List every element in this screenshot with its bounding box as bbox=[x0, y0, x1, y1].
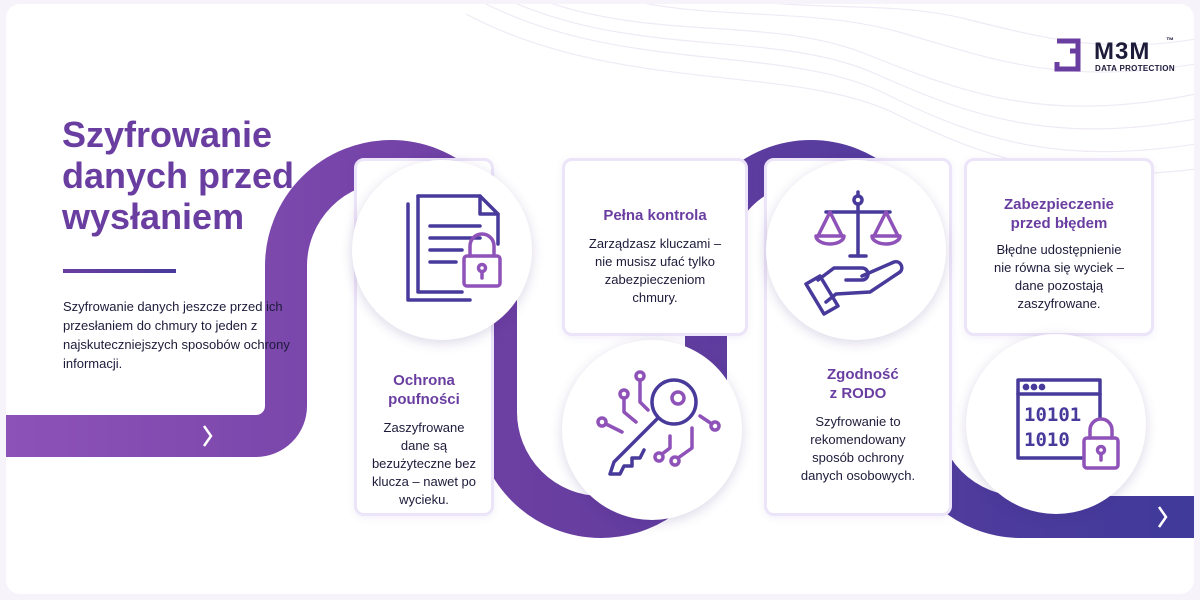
title-underline bbox=[63, 269, 176, 273]
step-text: Szyfrowanie to rekomendowany sposób ochr… bbox=[800, 414, 916, 483]
digital-key-icon bbox=[596, 370, 721, 476]
ribbon-chevron-right bbox=[1157, 506, 1168, 528]
step-icon-circle bbox=[766, 160, 946, 340]
binary-window-lock-icon: 10101 1010 bbox=[1016, 378, 1120, 470]
step-icon-circle bbox=[352, 160, 532, 340]
brand-trademark: ™ bbox=[1166, 36, 1174, 45]
intro-text: Szyfrowanie danych jeszcze przed ich prz… bbox=[63, 299, 290, 371]
step-title: Pełna kontrola bbox=[603, 207, 707, 224]
binary-line: 10101 bbox=[1024, 404, 1081, 426]
step-title: Zabezpieczenie przed błędem bbox=[1003, 196, 1115, 232]
title-line: danych przed bbox=[62, 155, 295, 196]
step-icon-circle: 10101 1010 bbox=[966, 334, 1146, 514]
step-card-control: Pełna kontrola Zarządzasz kluczami – nie… bbox=[562, 158, 748, 336]
step-card-error-protection: Zabezpieczenie przed błędem Błędne udost… bbox=[964, 158, 1154, 336]
brand-logo: M3M ™ DATA PROTECTION bbox=[1054, 34, 1184, 78]
title-line: wysłaniem bbox=[62, 196, 245, 237]
step-title: Ochrona poufności bbox=[388, 372, 460, 408]
step-title: Zgodność z RODO bbox=[827, 366, 899, 402]
step-text: Zarządzasz kluczami – nie musisz ufać ty… bbox=[588, 236, 722, 305]
brand-name: M3M bbox=[1094, 38, 1151, 65]
scales-in-hand-icon bbox=[804, 190, 904, 316]
m3m-logo-mark-icon bbox=[1054, 38, 1081, 72]
step-text: Zaszyfrowane dane są bezużyteczne bez kl… bbox=[371, 420, 477, 507]
step-text: Błędne udostępnienie nie równa się wycie… bbox=[993, 242, 1125, 311]
ribbon-chevron-left bbox=[202, 425, 213, 447]
brand-tagline: DATA PROTECTION bbox=[1095, 64, 1175, 73]
page-title: Szyfrowanie danych przed wysłaniem bbox=[62, 114, 362, 237]
locked-document-icon bbox=[406, 194, 502, 302]
step-icon-circle bbox=[562, 340, 742, 520]
infographic-canvas: M3M ™ DATA PROTECTION Szyfrowanie danych… bbox=[6, 4, 1194, 594]
binary-line: 1010 bbox=[1024, 429, 1070, 451]
title-line: Szyfrowanie bbox=[62, 114, 273, 155]
